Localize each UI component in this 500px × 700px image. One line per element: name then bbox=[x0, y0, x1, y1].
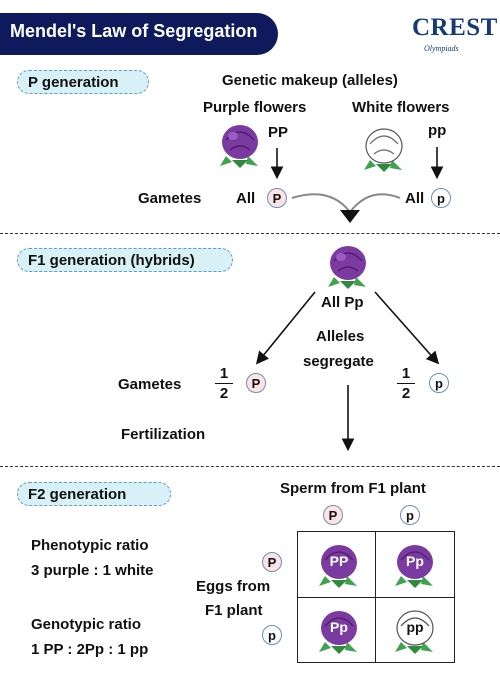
right-fraction-denominator: 2 bbox=[401, 385, 411, 402]
punnett-cell-purple-flower bbox=[393, 540, 437, 590]
eggs-label-line1: Eggs from bbox=[196, 578, 271, 595]
eggs-label-line2: F1 plant bbox=[205, 602, 263, 619]
f1-purple-flower-icon bbox=[326, 241, 370, 291]
right-fraction-numerator: 1 bbox=[397, 364, 415, 384]
white-genotype: pp bbox=[428, 122, 447, 139]
brand-logo: CREST bbox=[412, 14, 498, 41]
punnett-cell-genotype: PP bbox=[329, 553, 349, 569]
f1-genotype: All Pp bbox=[321, 294, 364, 311]
genotypic-ratio-value: 1 PP : 2Pp : 1 pp bbox=[31, 641, 149, 658]
allele-P-circle: P bbox=[267, 188, 287, 208]
left-fraction-denominator: 2 bbox=[219, 385, 229, 402]
punnett-cell-white-flower bbox=[393, 606, 437, 656]
punnett-cell-genotype: Pp bbox=[406, 553, 424, 569]
sperm-allele-P: P bbox=[323, 505, 343, 525]
phenotypic-ratio-title: Phenotypic ratio bbox=[31, 537, 149, 554]
gametes-label: Gametes bbox=[138, 190, 202, 207]
section-divider bbox=[0, 466, 500, 467]
punnett-cell-genotype: Pp bbox=[330, 619, 348, 635]
white-flower-icon bbox=[362, 124, 406, 174]
merge-arrowhead bbox=[340, 210, 360, 223]
arrow-left-gamete bbox=[255, 291, 316, 365]
left-fraction-numerator: 1 bbox=[215, 364, 233, 384]
section-divider bbox=[0, 233, 500, 234]
alleles-segregate-line2: segregate bbox=[303, 353, 374, 370]
punnett-cell-genotype: pp bbox=[406, 619, 424, 635]
purple-flower-icon bbox=[218, 120, 262, 170]
brand-tagline: Olympiads bbox=[424, 44, 459, 53]
allele-p-circle: p bbox=[431, 188, 451, 208]
white-gamete-all: All bbox=[405, 190, 425, 207]
sperm-label: Sperm from F1 plant bbox=[280, 480, 426, 497]
egg-allele-p: p bbox=[262, 625, 282, 645]
genetic-makeup-title: Genetic makeup (alleles) bbox=[222, 72, 398, 89]
fertilization-label: Fertilization bbox=[121, 426, 206, 443]
punnett-cell-purple-flower bbox=[317, 606, 361, 656]
f1-right-gamete-circle: p bbox=[429, 373, 449, 393]
purple-flowers-title: Purple flowers bbox=[203, 99, 307, 116]
f2-generation-label: F2 generation bbox=[17, 482, 171, 506]
right-fraction: 1 2 bbox=[397, 364, 415, 403]
f1-left-gamete-circle: P bbox=[246, 373, 266, 393]
page-title: Mendel's Law of Segregation bbox=[10, 21, 258, 41]
purple-genotype: PP bbox=[268, 124, 289, 141]
punnett-grid-line bbox=[297, 597, 455, 598]
f1-generation-label: F1 generation (hybrids) bbox=[17, 248, 233, 272]
left-fraction: 1 2 bbox=[215, 364, 233, 403]
sperm-allele-p: p bbox=[400, 505, 420, 525]
punnett-cell-purple-flower bbox=[317, 540, 361, 590]
alleles-segregate-line1: Alleles bbox=[316, 328, 365, 345]
header-banner bbox=[0, 13, 278, 55]
phenotypic-ratio-value: 3 purple : 1 white bbox=[31, 562, 154, 579]
merge-curve-right bbox=[349, 193, 401, 213]
p-generation-label: P generation bbox=[17, 70, 149, 94]
f1-gametes-label: Gametes bbox=[118, 376, 182, 393]
arrow-right-gamete bbox=[374, 291, 440, 365]
white-flowers-title: White flowers bbox=[352, 99, 450, 116]
egg-allele-P: P bbox=[262, 552, 282, 572]
genotypic-ratio-title: Genotypic ratio bbox=[31, 616, 142, 633]
purple-gamete-all: All bbox=[236, 190, 256, 207]
merge-curve-left bbox=[291, 193, 351, 213]
